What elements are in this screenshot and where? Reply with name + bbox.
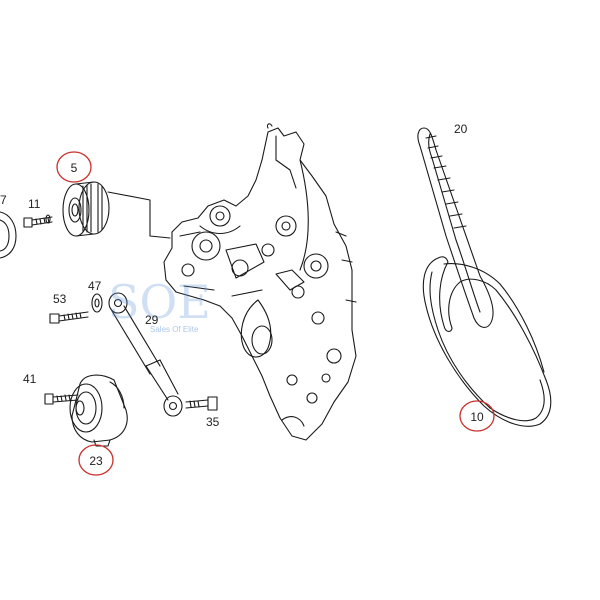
callout-35: 35 bbox=[206, 415, 220, 429]
part-5-idler-pulley bbox=[62, 181, 171, 239]
callout-10: 10 bbox=[470, 410, 484, 424]
watermark-tagline: Sales Of Elite bbox=[150, 325, 199, 334]
callout-29: 29 bbox=[145, 313, 159, 327]
callout-ring-23 bbox=[78, 444, 114, 476]
part-11-bolt bbox=[23, 214, 53, 228]
part-53-bolt bbox=[49, 311, 89, 324]
engine-block bbox=[163, 123, 357, 441]
part-41-bolt bbox=[44, 393, 79, 405]
callout-20: 20 bbox=[454, 122, 468, 136]
callout-47: 47 bbox=[88, 279, 102, 293]
part-20-belt bbox=[417, 127, 494, 328]
callout-ring-5 bbox=[56, 151, 92, 183]
callout-5: 5 bbox=[71, 161, 78, 175]
part-10-belt bbox=[422, 256, 552, 427]
callout-ring-10 bbox=[459, 400, 495, 432]
callout-53: 53 bbox=[53, 292, 67, 306]
callout-7: 7 bbox=[0, 193, 7, 207]
part-7-cap bbox=[0, 211, 17, 259]
callout-41: 41 bbox=[23, 372, 37, 386]
callout-11: 11 bbox=[28, 197, 41, 211]
watermark-text: SOE bbox=[108, 275, 211, 329]
part-47-washer bbox=[91, 293, 103, 313]
part-29-damper-strut bbox=[108, 292, 183, 417]
part-35-bolt bbox=[185, 396, 218, 411]
part-23-belt-tensioner bbox=[69, 374, 128, 447]
watermark-logo: SOE Sales Of Elite bbox=[108, 275, 211, 334]
callout-23: 23 bbox=[89, 454, 103, 468]
